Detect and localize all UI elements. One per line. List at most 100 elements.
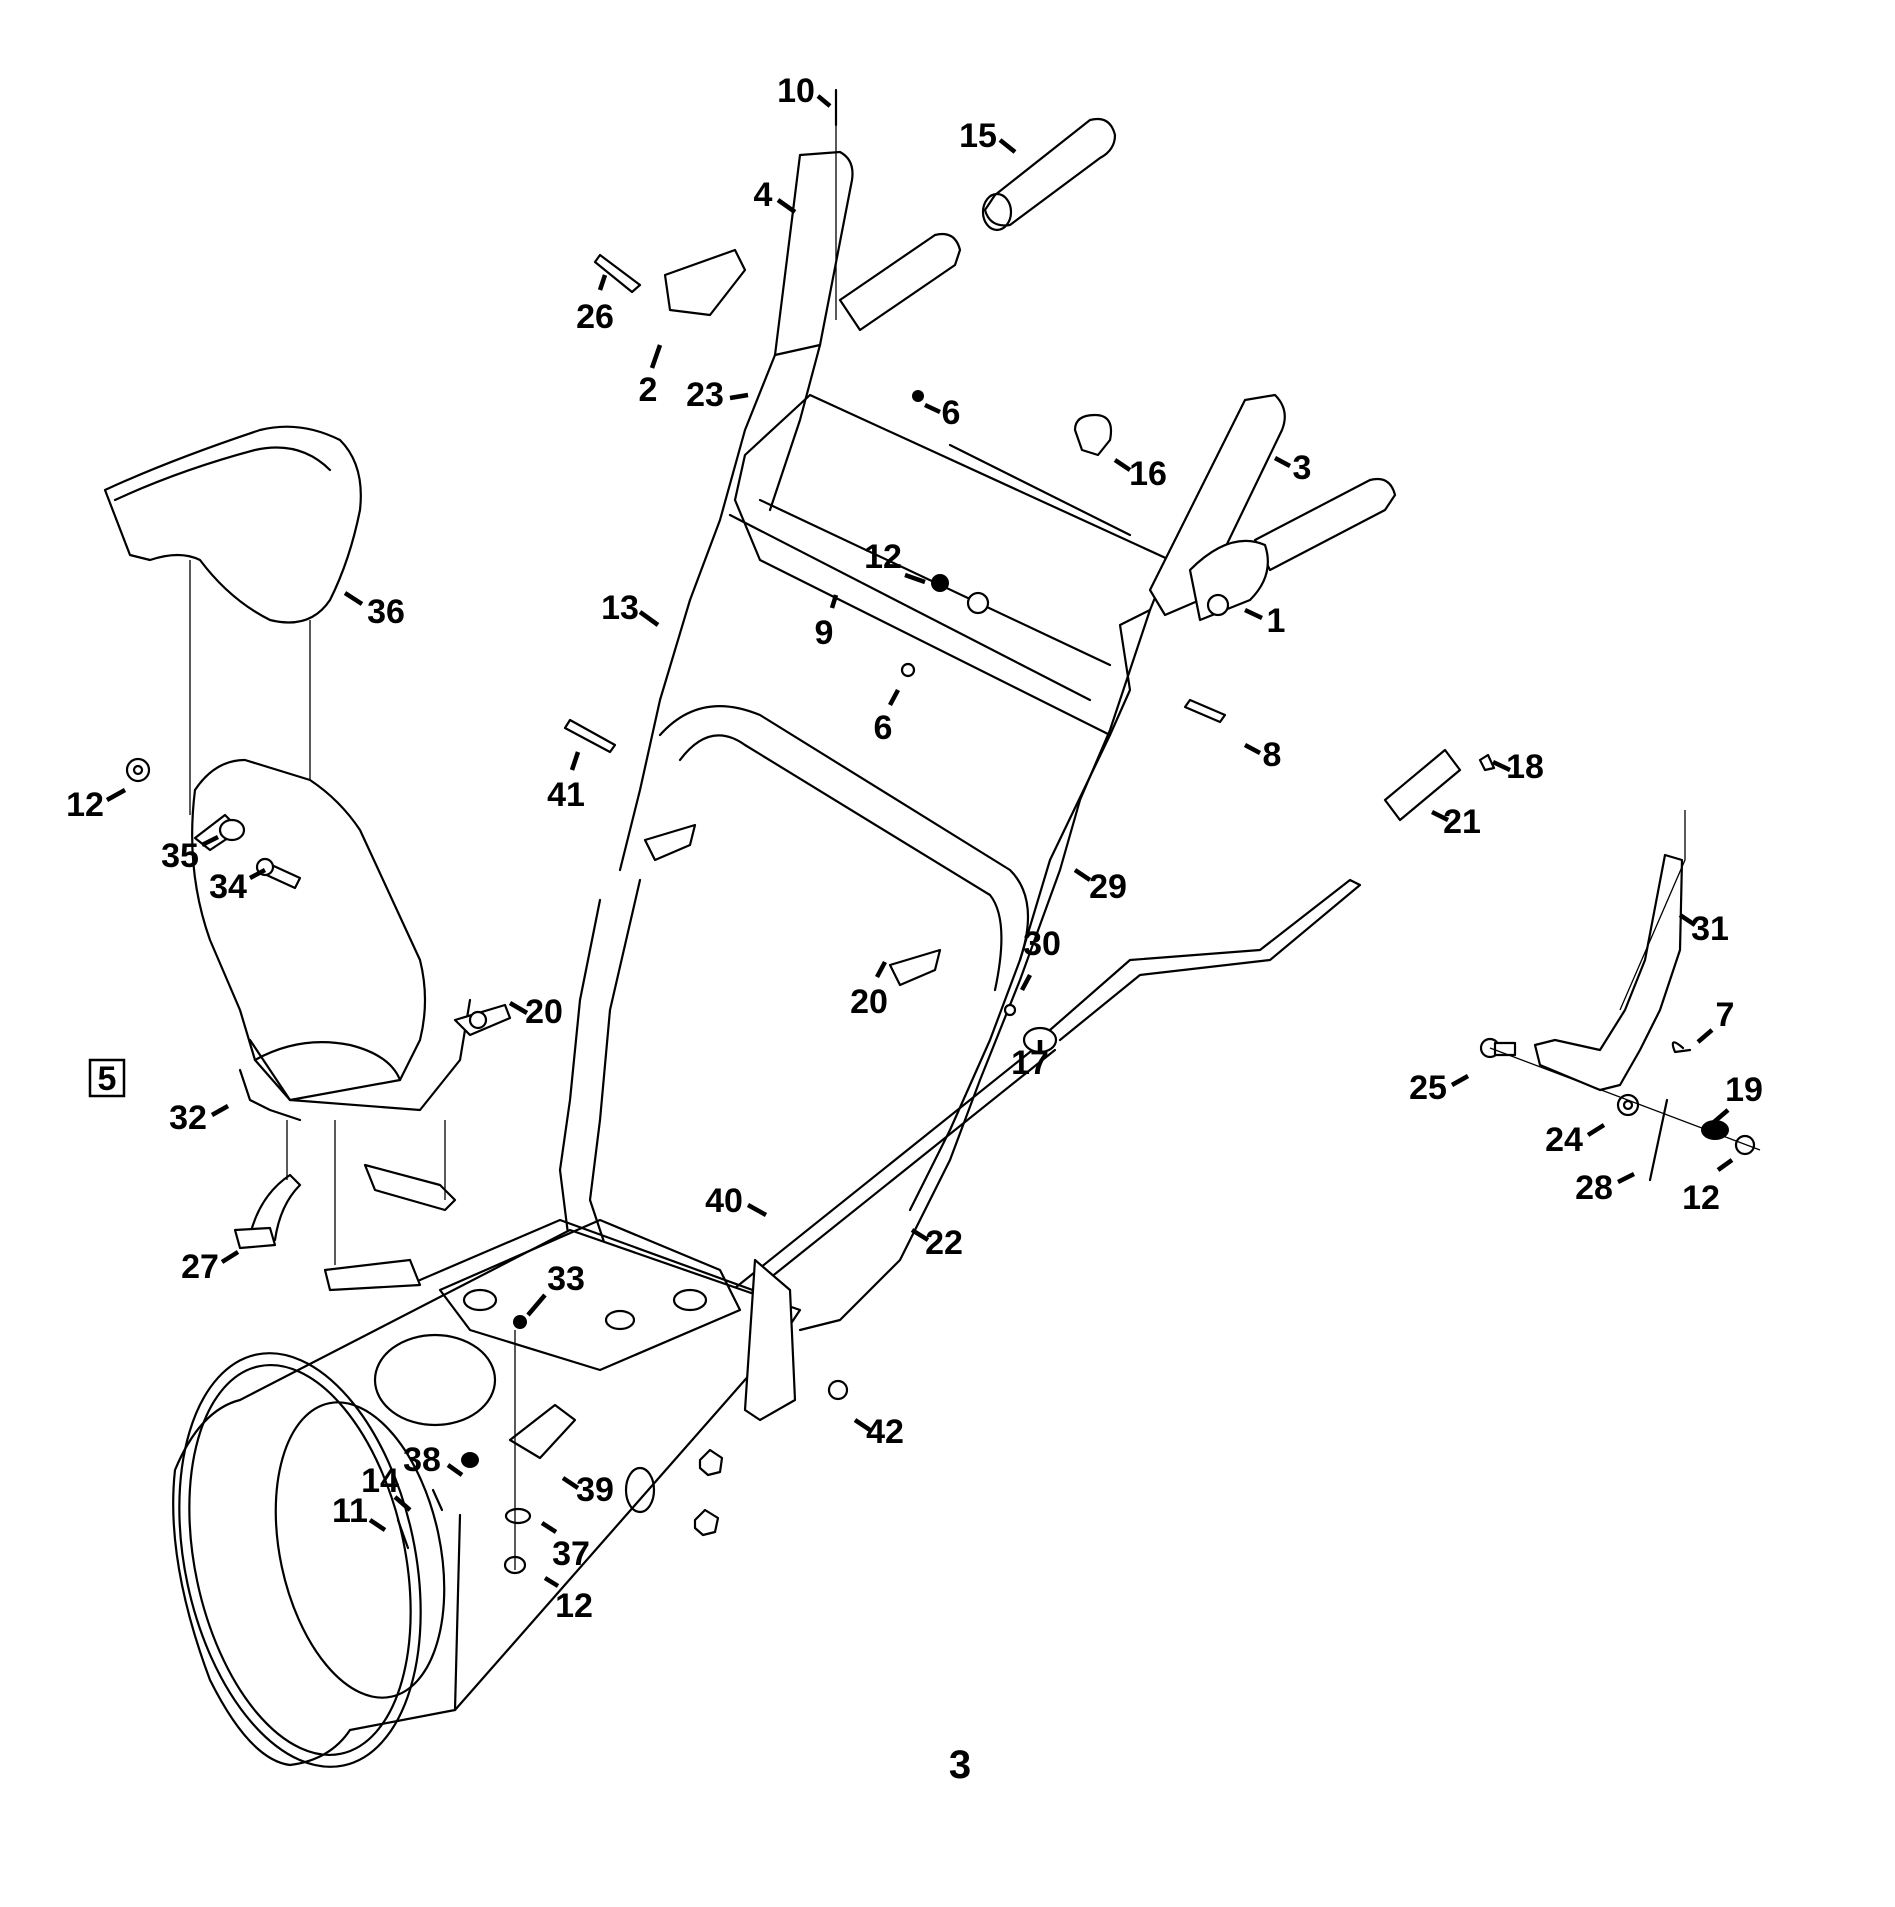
- callout-label: 17: [1011, 1044, 1049, 1082]
- callout-6: 6: [874, 688, 900, 747]
- callout-35: 35: [161, 834, 220, 875]
- callout-12: 12: [66, 786, 127, 824]
- callout-label: 6: [874, 709, 893, 747]
- upper-handle-left: [618, 150, 854, 872]
- callout-leader: [1450, 1074, 1470, 1087]
- callout-27: 27: [181, 1248, 240, 1286]
- callout-label: 20: [850, 983, 888, 1021]
- callout-39: 39: [561, 1471, 614, 1509]
- callout-label: 28: [1575, 1169, 1613, 1207]
- callout-leader: [540, 1521, 558, 1534]
- callout-label: 35: [161, 837, 199, 875]
- chute-base-plate: [438, 1218, 742, 1372]
- callout-10: 10: [777, 72, 832, 110]
- callout-29: 29: [1073, 868, 1127, 906]
- callout-22: 22: [910, 1224, 963, 1262]
- callout-21: 21: [1430, 803, 1481, 841]
- callout-leader: [746, 1203, 768, 1217]
- callout-25: 25: [1409, 1069, 1470, 1107]
- callout-label: 34: [209, 868, 247, 906]
- callout-leader: [526, 1293, 547, 1317]
- callout-label: 23: [686, 376, 724, 414]
- callout-26: 26: [576, 274, 614, 336]
- callout-leader: [597, 274, 608, 291]
- callout-label: 12: [1682, 1179, 1720, 1217]
- upper-handle-right: [1148, 393, 1397, 622]
- chute-body: [191, 758, 472, 1122]
- callout-label: 16: [1129, 455, 1167, 493]
- callout-label: 22: [925, 1224, 963, 1262]
- callout-label: 8: [1263, 736, 1282, 774]
- chute-rod-hardware: [396, 1330, 577, 1575]
- callout-label: 40: [705, 1182, 743, 1220]
- callout-8: 8: [1243, 736, 1282, 774]
- callout-15: 15: [959, 117, 1017, 155]
- callout-leader: [561, 1476, 580, 1490]
- callout-leader: [888, 688, 900, 707]
- chute-clips-27: [233, 1120, 457, 1292]
- callout-label: 2: [639, 371, 658, 409]
- callout-13: 13: [601, 589, 660, 627]
- callout-label: 29: [1089, 868, 1127, 906]
- callout-label: 32: [169, 1099, 207, 1137]
- callout-leader: [875, 960, 887, 979]
- callout-31: 31: [1678, 910, 1729, 948]
- callout-label: 36: [367, 593, 405, 631]
- handle-grip-left: [838, 232, 962, 332]
- callout-leader: [200, 834, 220, 848]
- lower-handle-frame: [558, 608, 1152, 1332]
- callout-label: 13: [601, 589, 639, 627]
- callout-4: 4: [754, 176, 797, 214]
- callout-leader: [1073, 868, 1092, 882]
- callout-17: 17: [1011, 1040, 1049, 1082]
- callout-leader: [1244, 607, 1263, 621]
- callout-leader: [910, 1228, 930, 1242]
- callout-20: 20: [850, 960, 888, 1021]
- callout-leader: [1712, 1108, 1730, 1124]
- callout-label: 20: [525, 993, 563, 1031]
- callout-leader: [924, 402, 941, 415]
- page-number: 3: [949, 1743, 971, 1787]
- callout-19: 19: [1712, 1071, 1763, 1124]
- callout-leader: [105, 788, 127, 802]
- callout-leader: [638, 610, 660, 627]
- callout-label: 39: [576, 1471, 614, 1509]
- callout-leader: [829, 594, 839, 609]
- callout-23: 23: [686, 376, 749, 414]
- callout-label: 37: [552, 1535, 590, 1573]
- reference-box-5: 5: [88, 1058, 126, 1098]
- callout-leader: [393, 1495, 412, 1512]
- callout-7: 7: [1696, 996, 1735, 1044]
- callout-leader: [1243, 743, 1262, 755]
- callout-leader: [210, 1104, 230, 1117]
- callout-36: 36: [343, 591, 405, 631]
- callout-leader: [1586, 1123, 1606, 1137]
- callout-label: 27: [181, 1248, 219, 1286]
- callout-38: 38: [403, 1441, 464, 1479]
- callout-34: 34: [209, 868, 267, 906]
- callout-label: 30: [1023, 925, 1061, 963]
- callout-42: 42: [853, 1413, 904, 1451]
- callout-leader: [1678, 913, 1697, 927]
- misc-hardware: [563, 88, 1496, 1017]
- chute-crank-bracket: [743, 1258, 849, 1422]
- callout-label: 7: [1716, 996, 1735, 1034]
- callout-leader: [508, 1001, 529, 1015]
- callout-leader: [543, 1576, 560, 1588]
- callout-9: 9: [815, 594, 839, 652]
- callout-40: 40: [705, 1182, 768, 1220]
- callout-label: 41: [547, 776, 585, 814]
- callout-leader: [1616, 1171, 1636, 1185]
- callout-label: 33: [547, 1260, 585, 1298]
- callout-12: 12: [1682, 1158, 1734, 1217]
- callout-32: 32: [169, 1099, 230, 1137]
- callout-label: 19: [1725, 1071, 1763, 1109]
- shift-bracket-31: [1533, 810, 1686, 1092]
- callout-leader: [343, 591, 364, 606]
- callout-label: 4: [754, 176, 773, 214]
- callout-33: 33: [526, 1260, 585, 1317]
- callout-41: 41: [547, 751, 585, 814]
- callout-label: 12: [66, 786, 104, 824]
